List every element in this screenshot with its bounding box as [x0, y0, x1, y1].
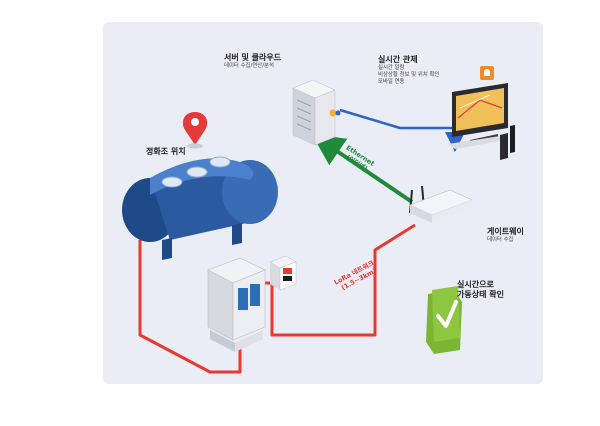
monitoring-line-1: 실시간 알람: [378, 65, 405, 72]
status-label: 실시간으로 가동상태 확인: [457, 280, 504, 301]
status-line-2: 가동상태 확인: [457, 290, 504, 300]
status-line-1: 실시간으로: [457, 280, 494, 289]
ethernet-arrow: [311, 134, 414, 204]
gateway-label: 게이트웨이 데이터 수집: [487, 227, 524, 244]
control-cabinet: [207, 257, 266, 352]
monitoring-line-2: 비상상황 정보 및 위치 확인: [378, 72, 440, 79]
gateway-title: 게이트웨이: [487, 227, 524, 236]
tank-title: 정화조 위치: [146, 147, 186, 156]
monitoring-line-3: 모바일 연동: [378, 79, 405, 86]
ethernet-label: Ethernet (이더넷): [340, 144, 377, 176]
septic-tank: [122, 156, 278, 260]
tank-label: 정화조 위치: [146, 147, 186, 157]
monitoring-computer: [448, 66, 515, 160]
server-rack: [292, 79, 341, 146]
server-label: 서버 및 클라우드 데이터 수집/연산/분석: [224, 53, 281, 70]
monitoring-label: 실시간 관제 실시간 알람 비상상황 정보 및 위치 확인 모바일 연동: [378, 55, 439, 86]
server-subtitle: 데이터 수집/연산/분석: [224, 63, 274, 70]
monitor-arrow: [339, 108, 465, 152]
server-title: 서버 및 클라우드: [224, 53, 282, 62]
check-badge-icon: [426, 286, 462, 354]
lora-sensor-device: [269, 255, 297, 291]
lora-network-line: [138, 223, 416, 374]
gateway-subtitle: 데이터 수집: [487, 237, 514, 244]
gateway-router: [409, 185, 473, 223]
location-pin-icon: [182, 112, 208, 149]
monitoring-title: 실시간 관제: [378, 55, 418, 64]
